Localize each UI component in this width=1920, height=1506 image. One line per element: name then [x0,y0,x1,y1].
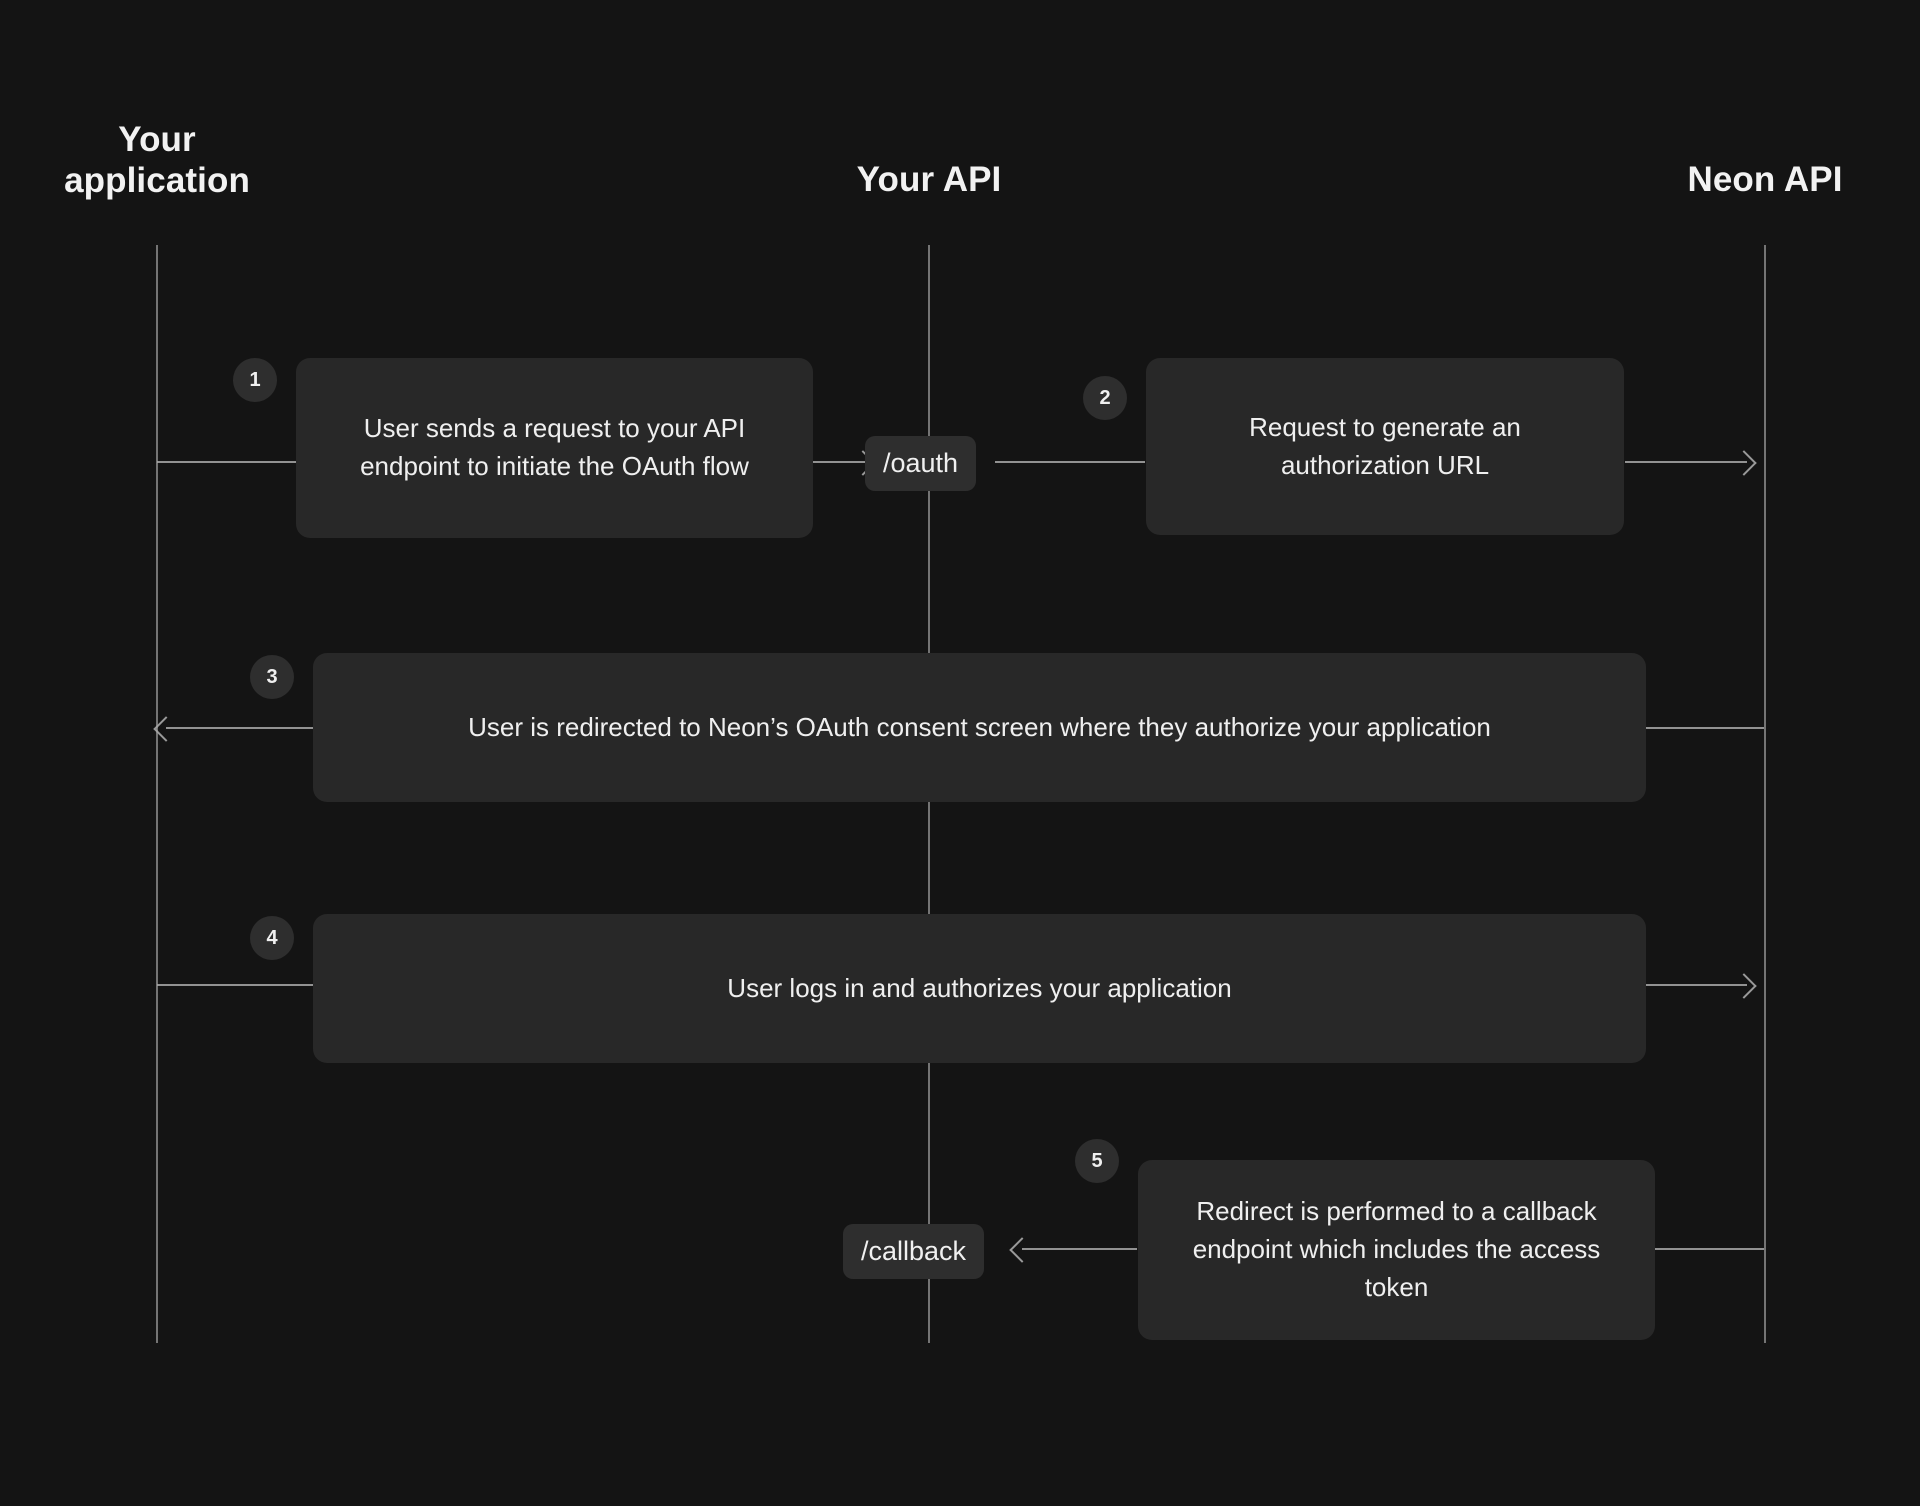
connector-step-1-right [813,461,865,463]
arrowhead-step-5-to-callback [1009,1237,1035,1263]
message-text-step-2: Request to generate an authorization URL [1249,411,1521,480]
step-badge-1: 1 [233,358,277,402]
participant-label-neon-api: Neon API [1687,160,1843,199]
step-badge-2: 2 [1083,376,1127,420]
step-badge-3: 3 [250,655,294,699]
participant-label-your-application: Your application [64,120,250,200]
arrowhead-step-2-to-neon-api [1731,450,1757,476]
connector-step-1-left [157,461,299,463]
message-box-step-4: User logs in and authorizes your applica… [313,914,1646,1063]
message-text-step-1: User sends a request to your API endpoin… [360,413,749,481]
lifeline-your-application [156,245,158,1343]
message-text-step-3: User is redirected to Neon’s OAuth conse… [468,711,1491,742]
lifeline-neon-api [1764,245,1766,1343]
endpoint-pill-callback: /callback [843,1224,985,1279]
connector-step-3-right [1646,727,1764,729]
message-box-step-3: User is redirected to Neon’s OAuth conse… [313,653,1646,802]
step-badge-4: 4 [250,916,294,960]
connector-step-4-left [157,984,313,986]
connector-step-4-right [1646,984,1747,986]
connector-step-3-left [166,727,313,729]
message-box-step-5: Redirect is performed to a callback endp… [1138,1160,1655,1340]
arrowhead-step-4-to-neon-api [1731,973,1757,999]
connector-step-2-left [995,461,1145,463]
step-badge-5: 5 [1075,1139,1119,1183]
message-box-step-1: User sends a request to your API endpoin… [296,358,813,538]
message-box-step-2: Request to generate an authorization URL [1146,358,1624,535]
connector-step-2-right [1625,461,1747,463]
connector-step-5-left [1022,1248,1137,1250]
endpoint-pill-oauth: /oauth [865,436,977,491]
message-text-step-4: User logs in and authorizes your applica… [727,972,1232,1003]
message-text-step-5: Redirect is performed to a callback endp… [1192,1196,1601,1302]
connector-step-5-right [1655,1248,1764,1250]
participant-label-your-api: Your API [856,160,1002,199]
